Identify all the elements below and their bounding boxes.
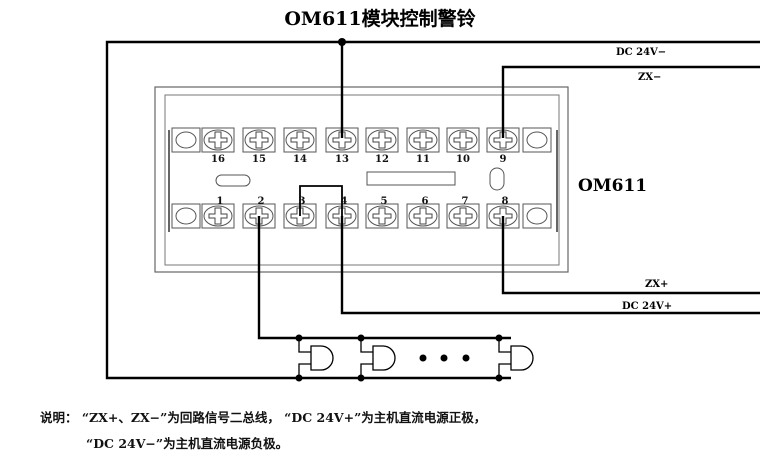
label-zx-pos: ZX+ <box>645 279 668 290</box>
module-label: OM611 <box>578 176 647 196</box>
wire-terminal-2-bus <box>257 216 511 340</box>
label-dc-24v-pos: DC 24V+ <box>622 301 672 312</box>
screw-icon <box>203 205 233 227</box>
module-label-slot <box>366 171 456 186</box>
terminal-label-3: 3 <box>299 196 306 207</box>
mounting-hole-right <box>489 167 505 191</box>
wire-zx-neg <box>501 65 760 138</box>
ellipsis-dot <box>419 354 427 362</box>
wire-zx-pos <box>501 216 760 295</box>
jumper-3-4 <box>299 185 343 216</box>
bell-lead-bottom <box>298 363 311 378</box>
screw-cross-icon <box>413 131 433 149</box>
screw-cross-icon <box>208 131 228 149</box>
terminal-label-7: 7 <box>462 196 469 207</box>
ellipsis-dot <box>462 354 470 362</box>
end-cap-hole <box>175 207 197 225</box>
alarm-bells <box>295 334 534 382</box>
terminal-label-15: 15 <box>252 154 266 165</box>
screw-cross-icon <box>372 207 392 225</box>
terminal-label-9: 9 <box>500 154 507 165</box>
end-cap-hole <box>526 131 548 149</box>
terminal-label-11: 11 <box>416 154 430 165</box>
alarm-bell-icon <box>310 345 334 371</box>
bell-lead-bottom <box>498 363 511 378</box>
screw-icon <box>285 129 315 151</box>
terminal-label-10: 10 <box>456 154 470 165</box>
bell-lead-top <box>498 338 511 353</box>
screw-icon <box>203 129 233 151</box>
terminal-label-5: 5 <box>381 196 388 207</box>
bell-lead-top <box>360 338 373 353</box>
screw-icon <box>408 205 438 227</box>
terminal-label-6: 6 <box>422 196 429 207</box>
alarm-bell-icon <box>372 345 396 371</box>
screw-icon <box>448 205 478 227</box>
screw-icon <box>367 129 397 151</box>
screw-cross-icon <box>413 207 433 225</box>
label-dc-24v-neg: DC 24V− <box>616 47 666 58</box>
screw-icon <box>408 129 438 151</box>
alarm-bell-icon <box>510 345 534 371</box>
screw-cross-icon <box>372 131 392 149</box>
diagram-title: OM611模块控制警铃 <box>284 7 475 30</box>
screw-cross-icon <box>290 131 310 149</box>
terminal-label-13: 13 <box>335 154 349 165</box>
screw-cross-icon <box>453 207 473 225</box>
screw-icon <box>367 205 397 227</box>
screw-cross-icon <box>332 207 352 225</box>
screw-cross-icon <box>493 207 513 225</box>
screw-cross-icon <box>493 131 513 149</box>
terminal-label-14: 14 <box>293 154 307 165</box>
bell-lead-bottom <box>360 363 373 378</box>
wire-dc-24v-pos <box>340 216 760 315</box>
screw-cross-icon <box>249 207 269 225</box>
screw-icon <box>244 129 274 151</box>
wire-dc-24v-neg <box>105 40 760 380</box>
screw-icon <box>448 129 478 151</box>
label-zx-neg: ZX− <box>638 72 661 83</box>
terminal-label-8: 8 <box>502 196 509 207</box>
terminal-label-12: 12 <box>375 154 389 165</box>
end-cap-hole <box>526 207 548 225</box>
junction-dot <box>338 38 346 46</box>
screw-cross-icon <box>290 207 310 225</box>
screw-cross-icon <box>249 131 269 149</box>
note-line-1: 说明： “ZX+、ZX−”为回路信号二总线， “DC 24V+”为主机直流电源正… <box>40 410 487 425</box>
terminal-label-1: 1 <box>217 196 224 207</box>
terminal-label-4: 4 <box>341 196 348 207</box>
screw-cross-icon <box>208 207 228 225</box>
mounting-hole-left <box>215 174 251 187</box>
terminal-label-2: 2 <box>258 196 265 207</box>
screw-cross-icon <box>453 131 473 149</box>
terminal-label-16: 16 <box>211 154 225 165</box>
end-cap-hole <box>175 131 197 149</box>
ellipsis-dot <box>440 354 448 362</box>
screw-cross-icon <box>332 131 352 149</box>
note-line-2: “DC 24V−”为主机直流电源负极。 <box>86 436 289 451</box>
bell-lead-top <box>298 338 311 353</box>
